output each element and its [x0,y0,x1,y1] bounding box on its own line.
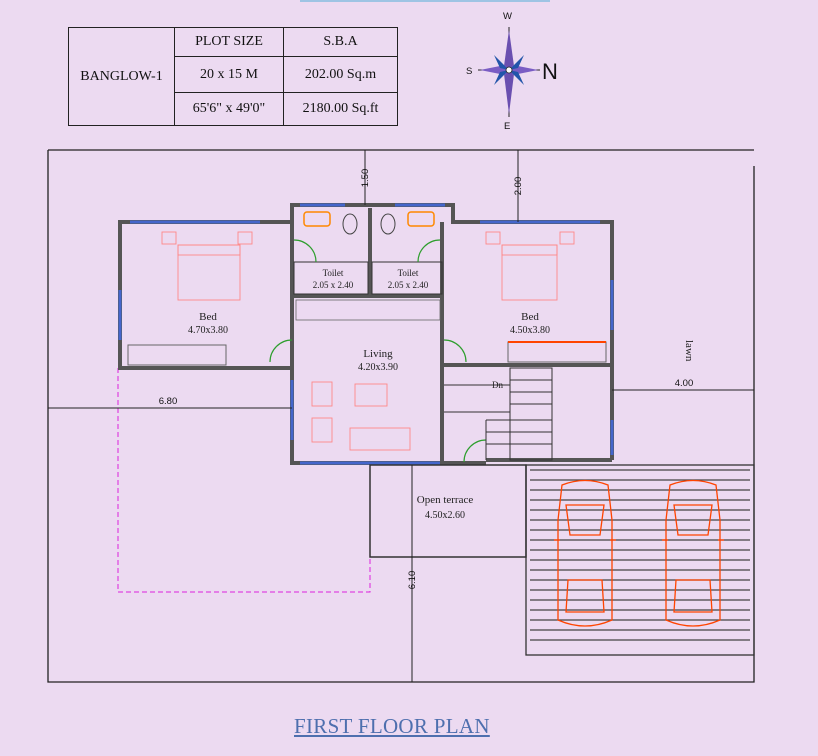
bed-right-furniture [485,231,575,301]
dim-top-right: 2.00 [513,177,524,196]
plot-boundary [47,150,755,683]
dim-bottom: 6.10 [407,571,418,590]
living-furniture [311,381,411,451]
sba-metric: 202.00 Sq.m [283,56,398,93]
doors [269,239,487,463]
plan-title: FIRST FLOOR PLAN [294,714,490,738]
living-name: Living [363,348,393,360]
dimension-lines [48,150,754,682]
project-name: BANGLOW-1 [68,27,175,126]
lawn-label: lawn [683,340,695,362]
staircase [444,367,553,461]
dim-right: 4.00 [675,378,694,389]
toilet-left-name: Toilet [323,268,344,278]
compass-south: S [466,66,472,77]
compass-west: W [503,11,512,22]
stair-down-label: Dn [492,380,503,390]
open-terrace-name: Open terrace [417,494,474,506]
header-plot-size: PLOT SIZE [174,27,284,57]
compass-east: E [504,121,510,132]
open-terrace-size: 4.50x2.60 [425,510,465,521]
info-table: BANGLOW-1 PLOT SIZE S.B.A 20 x 15 M 202.… [68,27,398,126]
top-edge-line [300,0,550,2]
compass-rose-icon [478,27,540,117]
bed-right-wardrobe [507,341,607,363]
porch-slats [530,469,750,641]
toilet-right-name: Toilet [398,268,419,278]
toilet-fixtures [303,211,435,227]
compass-north: N [542,59,558,84]
car-icon [554,479,616,627]
bed-right-name: Bed [521,311,539,323]
sba-imperial: 2180.00 Sq.ft [283,92,398,126]
windows [118,203,614,465]
car-porch-outline [525,464,755,656]
dim-left: 6.80 [159,396,178,407]
plot-size-metric: 20 x 15 M [174,56,284,93]
bed-left-furniture [161,231,253,301]
header-sba: S.B.A [283,27,398,57]
car-icon [662,479,724,627]
dim-top-left: 1.50 [360,169,371,188]
living-size: 4.20x3.90 [358,362,398,373]
plot-size-imperial: 65'6" x 49'0" [174,92,284,126]
bed-left-wardrobe [127,344,227,366]
bed-left-size: 4.70x3.80 [188,325,228,336]
bed-right-size: 4.50x3.80 [510,325,550,336]
bed-left-name: Bed [199,311,217,323]
toilet-counter [295,299,441,321]
toilet-right-size: 2.05 x 2.40 [388,280,429,290]
toilet-left-size: 2.05 x 2.40 [313,280,354,290]
